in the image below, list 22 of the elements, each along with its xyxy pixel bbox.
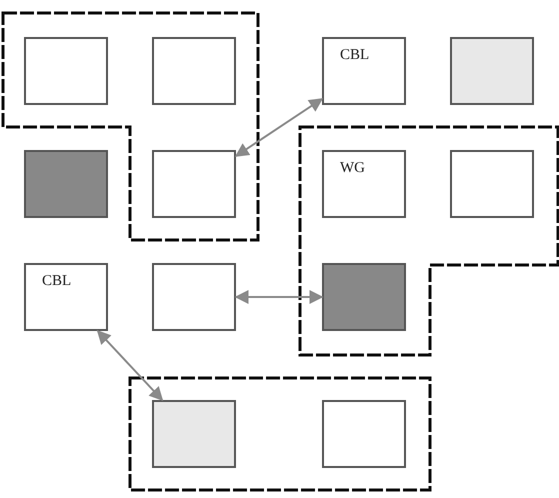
empty-square (322, 400, 406, 468)
labeled-square (322, 150, 406, 218)
filled-square (450, 37, 534, 105)
empty-square (24, 37, 108, 105)
double-headed-arrow (234, 98, 324, 157)
empty-square (152, 150, 236, 218)
filled-square (24, 150, 108, 218)
square-label: CBL (340, 47, 370, 64)
empty-square (450, 150, 534, 218)
dashed-region-outline (3, 13, 258, 240)
double-headed-arrow (234, 290, 324, 304)
dashed-region-outline (300, 127, 558, 355)
double-headed-arrow (96, 330, 164, 402)
empty-square (152, 37, 236, 105)
labeled-square (322, 37, 406, 105)
square-label: CBL (42, 273, 72, 290)
square-label: WG (340, 160, 365, 177)
filled-square (152, 400, 236, 468)
dashed-region-outline (130, 378, 430, 490)
filled-square (322, 263, 406, 331)
labeled-square (24, 263, 108, 331)
empty-square (152, 263, 236, 331)
